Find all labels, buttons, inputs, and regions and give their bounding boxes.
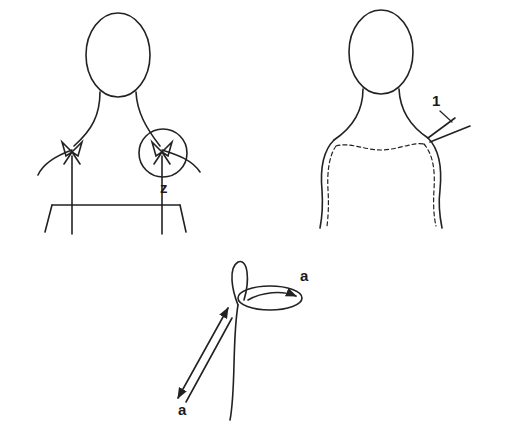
tie-ends <box>428 118 470 142</box>
neck-right <box>399 89 428 138</box>
bodice-side <box>180 205 186 232</box>
stitch-line <box>327 144 436 226</box>
shoulder <box>38 150 72 175</box>
leader-line <box>440 111 452 122</box>
strand-letter: a <box>178 402 186 417</box>
armhole <box>428 138 442 228</box>
neck-left <box>334 89 363 140</box>
bodice-line <box>71 205 73 234</box>
bodice-side <box>45 205 52 232</box>
strand-letter: a <box>300 268 308 283</box>
neck-left <box>74 92 100 146</box>
neck-right <box>136 92 160 146</box>
bow <box>62 142 82 164</box>
knot-diagram <box>178 262 302 420</box>
bodice-line <box>161 205 163 234</box>
strap <box>71 156 73 205</box>
detail-letter: z <box>160 180 168 195</box>
bow <box>152 142 172 164</box>
callout-number: 1 <box>432 93 440 108</box>
head <box>86 13 150 97</box>
detail-circle <box>139 129 187 177</box>
head <box>349 10 413 94</box>
